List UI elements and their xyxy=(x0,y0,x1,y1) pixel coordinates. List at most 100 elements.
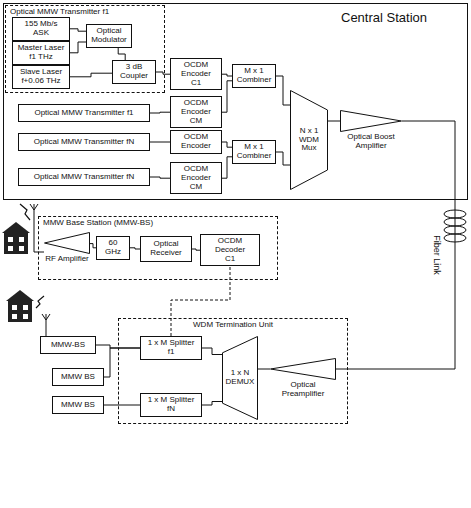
radio-link xyxy=(20,204,44,308)
process-box: 1 x M Splitterf1 xyxy=(140,336,202,360)
node-text: OCDM Encoder xyxy=(174,99,218,117)
fiber-connector xyxy=(156,72,170,74)
node-text: C1 xyxy=(191,79,201,88)
amplifier-symbol: Optical Preamplifier xyxy=(270,358,336,408)
process-box: OCDM EncoderCM xyxy=(170,162,222,194)
fiber-connector xyxy=(104,348,140,377)
process-box: 60 GHz xyxy=(96,236,130,260)
fiber-connector xyxy=(150,112,170,114)
node-text: 60 GHz xyxy=(100,239,126,257)
fiber-connector xyxy=(202,348,222,355)
node-text: Optical Boost Amplifier xyxy=(340,133,402,151)
process-box: Optical MMW Transmitter fN xyxy=(18,168,150,186)
fiber-connector xyxy=(222,157,232,178)
node-text: Optical MMW Transmitter fN xyxy=(34,138,134,147)
process-box: Optical MMW Transmitter fN xyxy=(18,133,150,151)
node-text: CM xyxy=(190,117,202,126)
node-text: CM xyxy=(190,183,202,192)
node-text: M x 1 Combiner xyxy=(236,143,272,161)
process-box: MMW-BS xyxy=(40,336,96,354)
triangle-outline xyxy=(270,358,336,380)
fiber-label: Fiber Link xyxy=(431,227,441,283)
fiber-connector xyxy=(202,402,222,406)
node-text: Optical Receiver xyxy=(144,240,188,258)
process-box: Slave Laser f+0.06 THz xyxy=(12,65,70,89)
station-frame: Central StationOptical MMW Transmitter f… xyxy=(3,3,468,200)
group-frame: MMW Base Station (MMW-BS) RF Amplifier 60 … xyxy=(38,216,278,280)
node-text: 1 x M Splitter xyxy=(148,396,195,405)
building-icon xyxy=(6,290,34,322)
node-text: OCDM Decoder xyxy=(204,237,256,255)
process-box: OCDM DecoderC1 xyxy=(200,234,260,266)
node-text: MMW-BS xyxy=(51,341,85,350)
node-text: Optical MMW Transmitter fN xyxy=(34,173,134,182)
process-box: M x 1 Combiner xyxy=(232,140,276,164)
fiber-connector xyxy=(70,73,112,77)
fiber-connector xyxy=(336,121,455,369)
fiber-connector xyxy=(276,152,290,165)
fiber-connector xyxy=(222,81,232,112)
node-text: 3 dB Coupler xyxy=(116,63,152,81)
node-text: 1 x N DEMUX xyxy=(226,369,255,387)
building-icon xyxy=(2,222,30,254)
station-title: Central Station xyxy=(341,10,427,25)
node-text: MMW BS xyxy=(61,373,95,382)
caption-block: Optical Boost Amplifier xyxy=(340,133,402,151)
group-frame: WDM Termination Unit1 x M Splitterf11 x … xyxy=(118,318,348,424)
mux-symbol: N x 1 WDM Mux xyxy=(290,90,328,190)
process-box: Optical MMW Transmitter f1 xyxy=(18,104,150,122)
fiber-connector xyxy=(104,405,140,406)
process-box: Master Laser f1 THz xyxy=(12,41,70,65)
process-box: MMW BS xyxy=(52,396,104,414)
group-frame: Optical MMW Transmitter f1155 Mb/s ASKMa… xyxy=(5,5,165,93)
group-title: MMW Base Station (MMW-BS) xyxy=(39,217,277,230)
process-box: 1 x M SplitterfN xyxy=(140,393,202,417)
triangle-outline xyxy=(340,110,402,132)
node-text: fN xyxy=(167,405,175,414)
fiber-connector xyxy=(192,249,200,250)
process-box: OCDM EncoderCM xyxy=(170,96,222,128)
node-text: N x 1 WDM Mux xyxy=(294,127,324,153)
triangle-outline xyxy=(44,232,90,254)
caption-block: Optical Preamplifier xyxy=(270,381,336,399)
process-box: 3 dB Coupler xyxy=(112,60,156,84)
caption-block: RF Amplifier xyxy=(44,255,90,264)
demux-symbol: 1 x N DEMUX xyxy=(222,336,258,420)
node-text: OCDM Encoder xyxy=(174,165,218,183)
process-box: M x 1 Combiner xyxy=(232,64,276,88)
fiber-connector xyxy=(70,29,86,31)
node-text: M x 1 Combiner xyxy=(236,67,272,85)
fiber-connector xyxy=(328,121,340,122)
process-box: Optical Modulator xyxy=(86,24,132,48)
fiber-connector xyxy=(150,177,170,178)
node-text: Optical MMW Transmitter f1 xyxy=(34,109,133,118)
fiber-connector xyxy=(118,48,125,60)
amplifier-symbol: RF Amplifier xyxy=(44,232,90,272)
node-text: RF Amplifier xyxy=(44,255,90,264)
fiber-connector xyxy=(258,369,270,370)
node-text: C1 xyxy=(225,255,235,264)
process-box: OCDM EncoderC1 xyxy=(170,58,222,90)
node-text: f1 xyxy=(168,348,175,357)
fiber-connector xyxy=(222,74,232,76)
fiber-connector xyxy=(130,248,140,249)
process-box: OCDM Encoder xyxy=(170,130,222,154)
process-box: MMW BS xyxy=(52,368,104,386)
amplifier-symbol: Optical Boost Amplifier xyxy=(340,110,402,160)
fiber-connector xyxy=(150,142,170,143)
node-text: 155 Mb/s ASK xyxy=(16,20,66,38)
node-text: 1 x M Splitter xyxy=(148,339,195,348)
node-text: Master Laser f1 THz xyxy=(16,44,66,62)
node-text: Optical Preamplifier xyxy=(270,381,336,399)
process-box: 155 Mb/s ASK xyxy=(12,17,70,41)
fiber-connector xyxy=(276,76,290,105)
node-text: Slave Laser f+0.06 THz xyxy=(16,68,66,86)
process-box: Optical Receiver xyxy=(140,236,192,262)
node-text: OCDM Encoder xyxy=(174,133,218,151)
group-title: WDM Termination Unit xyxy=(119,319,347,332)
fiber-connector xyxy=(70,42,86,53)
node-text: MMW BS xyxy=(61,401,95,410)
node-text: Optical Modulator xyxy=(90,27,128,45)
node-text: OCDM Encoder xyxy=(174,61,218,79)
